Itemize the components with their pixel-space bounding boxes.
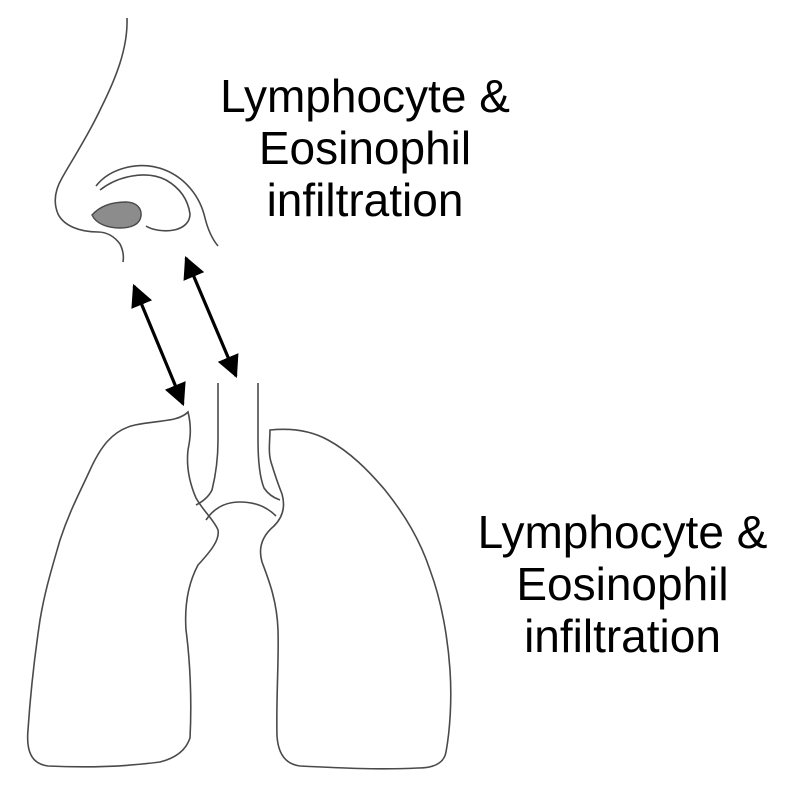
lower-label-line3: infiltration — [524, 610, 721, 662]
upper-label-line2: Eosinophil — [258, 122, 472, 174]
left-lung — [26, 410, 220, 768]
nose-outline — [54, 17, 128, 263]
nose-ala-outline — [95, 164, 219, 247]
upper-infiltration-label: Lymphocyte & Eosinophil infiltration — [190, 70, 540, 226]
upper-label-line1: Lymphocyte & — [220, 70, 510, 122]
right-lung — [259, 428, 452, 770]
upper-label-line3: infiltration — [266, 174, 464, 226]
trachea-left-wall — [195, 383, 219, 506]
lower-label-line1: Lymphocyte & — [477, 506, 768, 558]
nostril — [91, 201, 142, 229]
carina — [205, 501, 277, 521]
trachea-right-wall — [257, 382, 281, 501]
double-arrow-right — [183, 255, 239, 379]
nose-ala-inner — [99, 174, 191, 232]
double-arrow-left — [131, 283, 186, 407]
lower-label-line2: Eosinophil — [516, 558, 729, 610]
lower-infiltration-label: Lymphocyte & Eosinophil infiltration — [445, 506, 800, 662]
